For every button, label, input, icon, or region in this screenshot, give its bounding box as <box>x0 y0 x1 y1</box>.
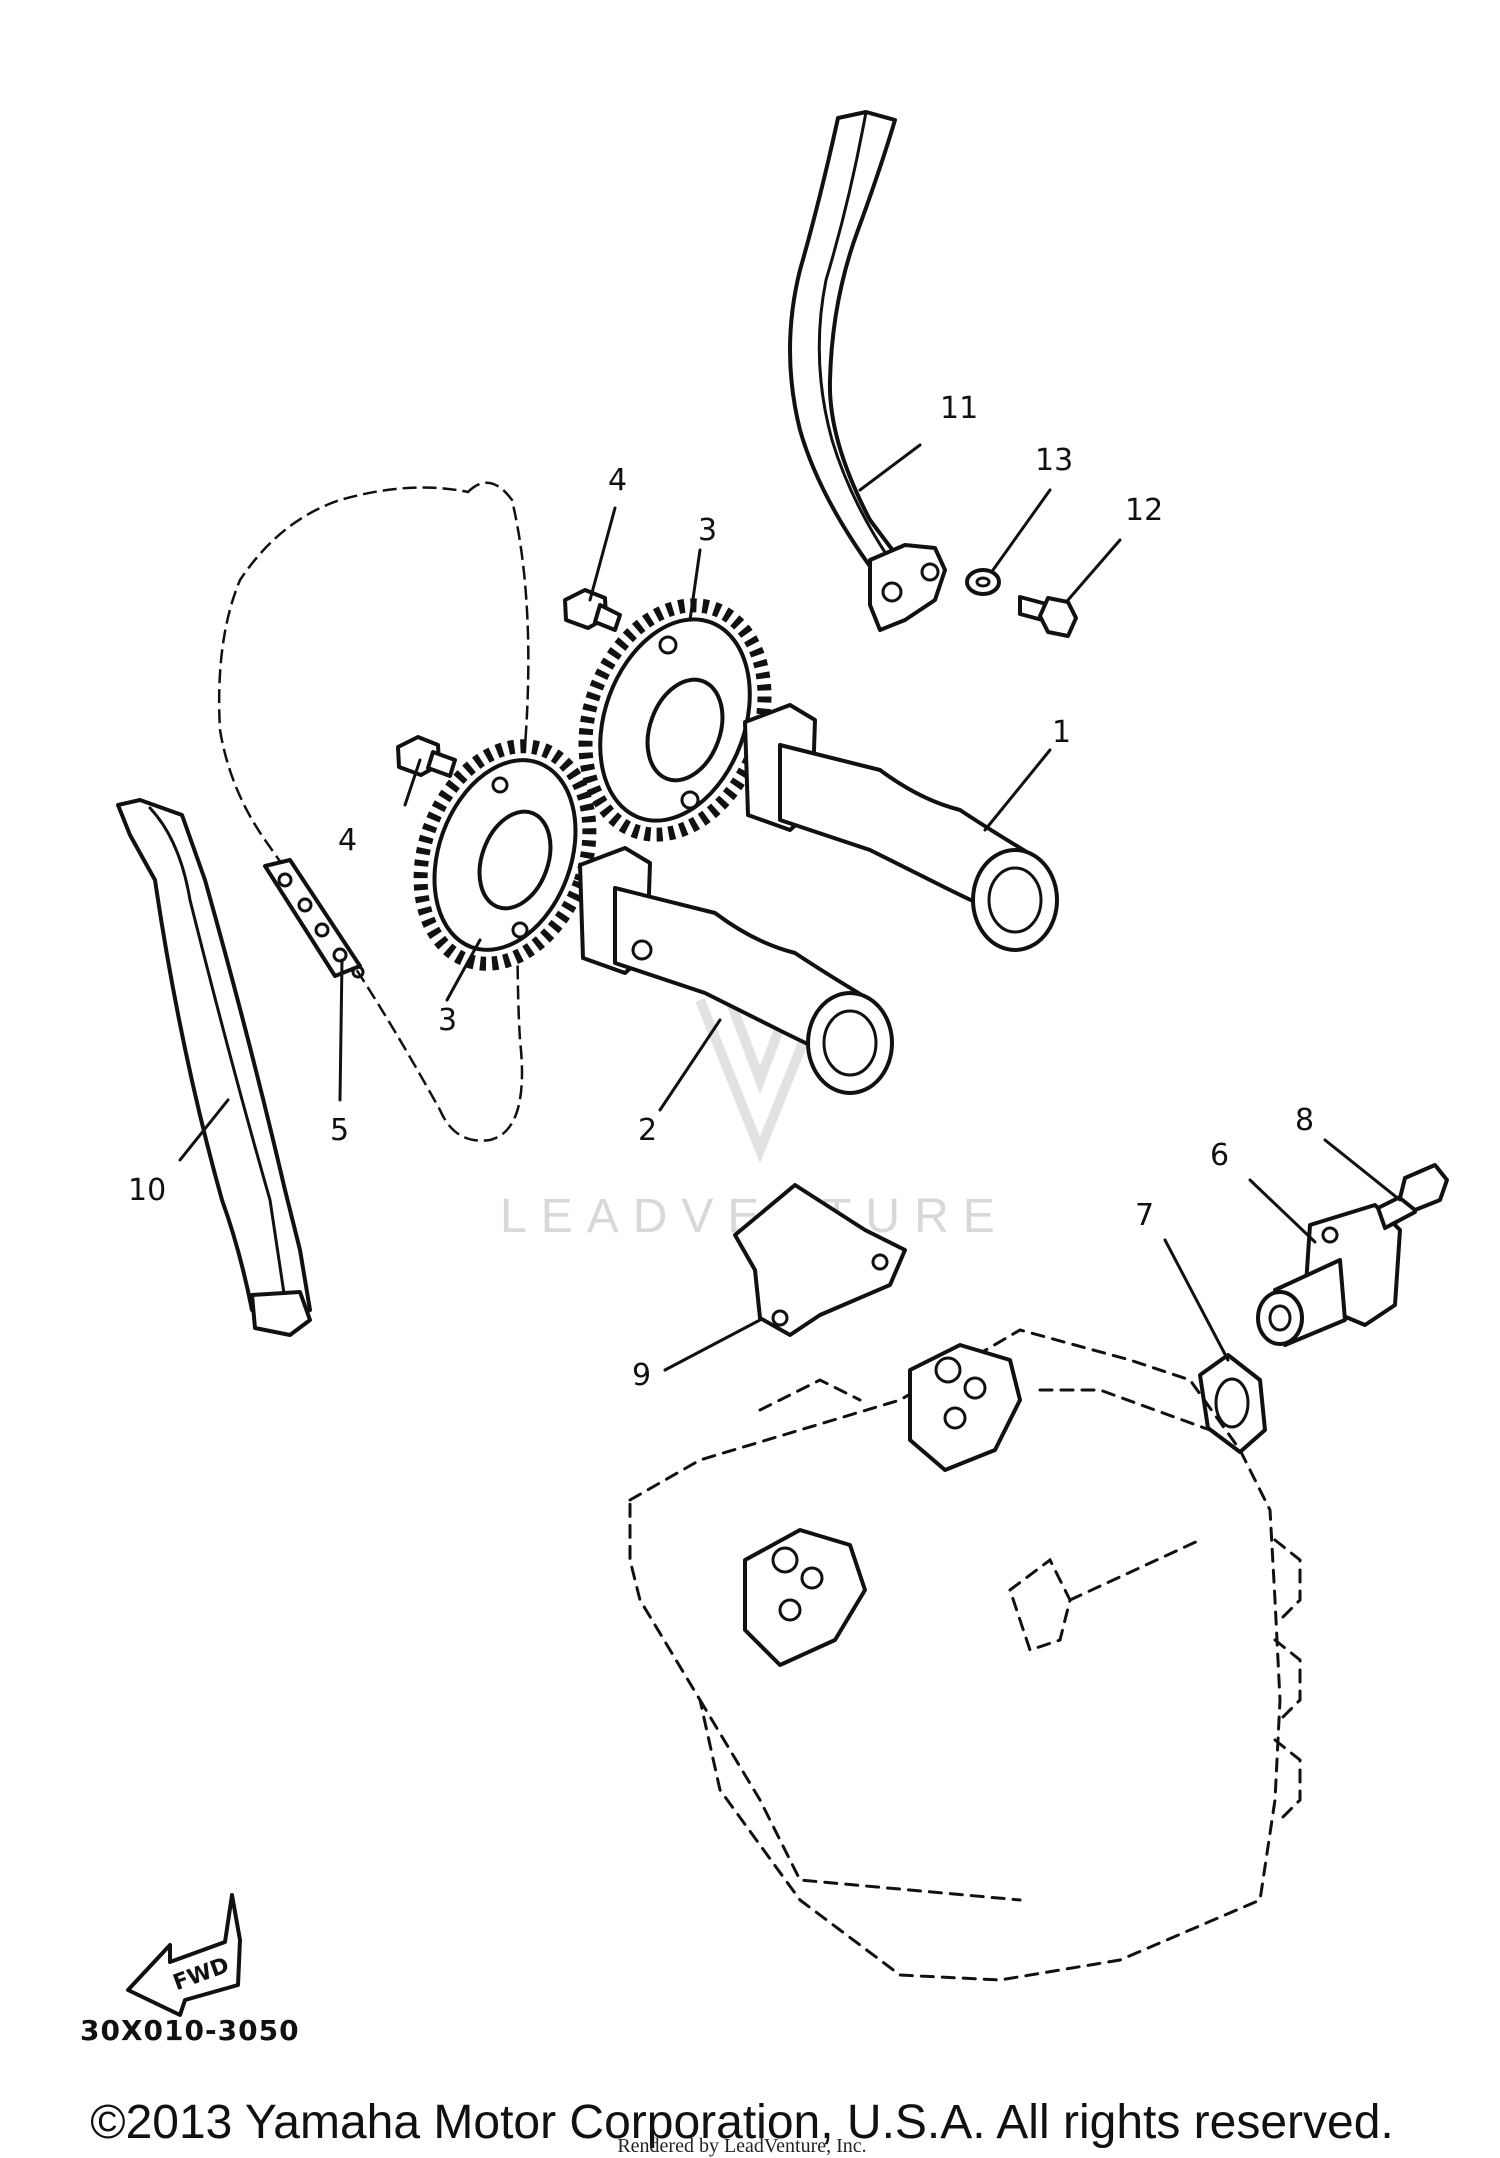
callout-10: 10 <box>128 1173 166 1208</box>
diagram-code: 30X010-3050 <box>80 2014 300 2047</box>
callout-3-lower: 3 <box>438 1003 457 1038</box>
callout-13: 13 <box>1035 443 1073 478</box>
callout-4-upper: 4 <box>608 463 627 498</box>
callout-3-upper: 3 <box>698 513 717 548</box>
callout-2: 2 <box>638 1113 657 1148</box>
cam-sprocket-upper[interactable] <box>555 580 795 860</box>
tensioner-bolt[interactable] <box>1376 1163 1449 1230</box>
callout-4-lower: 4 <box>338 823 357 858</box>
camshaft-1[interactable] <box>743 703 1059 952</box>
leader-lines <box>178 443 1402 1372</box>
cover-plate[interactable] <box>733 1183 907 1337</box>
rendered-by-notice: Rendered by LeadVenture, Inc. <box>617 2135 866 2157</box>
rocker-arm-lower <box>743 1528 867 1667</box>
copyright-notice: ©2013 Yamaha Motor Corporation, U.S.A. A… <box>90 2096 1394 2149</box>
sprocket-bolt-lower[interactable] <box>396 735 457 778</box>
cam-chain-link-detail <box>263 858 365 979</box>
washer[interactable] <box>965 568 1001 596</box>
chain-guide-lower[interactable] <box>116 798 312 1337</box>
camshaft-2[interactable] <box>578 846 894 1095</box>
callout-12: 12 <box>1125 493 1163 528</box>
fwd-arrow-icon: FWD <box>126 1893 242 2017</box>
callout-7: 7 <box>1135 1198 1154 1233</box>
callout-6: 6 <box>1210 1138 1229 1173</box>
guide-bolt[interactable] <box>1018 595 1078 638</box>
rocker-arm-upper <box>908 1343 1022 1472</box>
callout-11: 11 <box>940 391 978 426</box>
chain-tensioner[interactable] <box>1256 1203 1402 1347</box>
callout-1: 1 <box>1052 715 1071 750</box>
sprocket-bolt-upper[interactable] <box>563 588 622 632</box>
cam-sprocket-lower[interactable] <box>392 722 619 987</box>
callout-labels: 11 13 12 4 3 1 4 3 5 2 10 9 6 7 8 <box>128 391 1314 1393</box>
callout-9: 9 <box>632 1358 651 1393</box>
callout-8: 8 <box>1295 1103 1314 1138</box>
chain-guide-upper[interactable] <box>788 110 947 632</box>
callout-5: 5 <box>330 1113 349 1148</box>
watermark-logo: LEADVENTURE <box>500 998 995 1243</box>
